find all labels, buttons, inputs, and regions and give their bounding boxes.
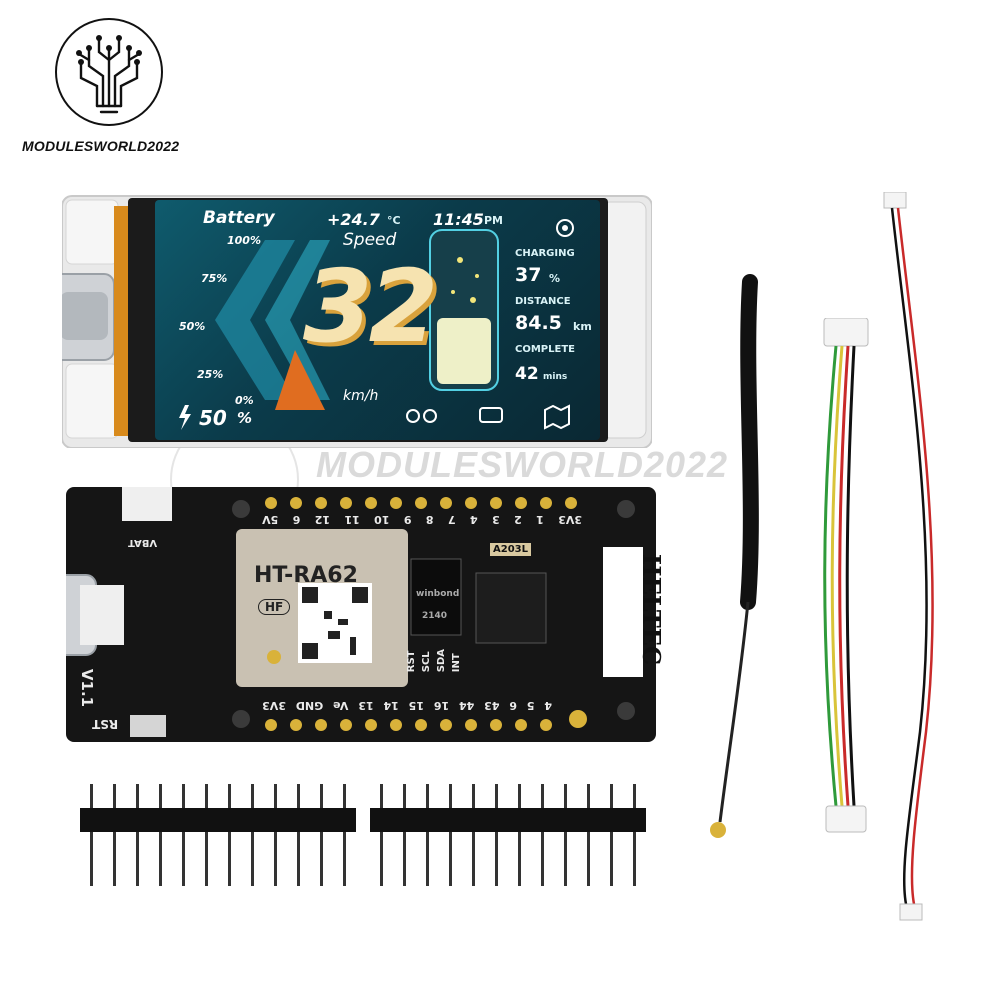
- clock-suffix: PM: [484, 214, 504, 227]
- pin-label: 6: [509, 699, 517, 712]
- charging-unit: %: [549, 272, 561, 285]
- vbat-label: VBAT: [128, 537, 158, 548]
- pin-label: 13: [358, 699, 374, 712]
- brand-vertical: HELTEC: [637, 553, 667, 666]
- pin-label: 5: [526, 699, 535, 712]
- version-label: V1.1: [78, 668, 97, 708]
- rst-label: RST: [92, 717, 119, 731]
- complete-label: COMPLETE: [515, 344, 575, 355]
- distance-value: 84.5: [515, 312, 562, 334]
- lcd-screen: Battery +24.7 °C 11:45 PM Speed 100% 75%…: [155, 200, 600, 440]
- pin-label: Ve: [333, 699, 349, 712]
- pcb-board: HT-RA62 HF HELTEC V1.1 RST VBAT A203L wi…: [66, 487, 666, 742]
- two-wire-cable: [883, 192, 934, 921]
- pin-label: 3V3: [558, 513, 582, 526]
- level-0: 0%: [235, 394, 254, 407]
- pin-label: 44: [458, 699, 475, 712]
- distance-label: DISTANCE: [515, 296, 571, 307]
- speed-label: Speed: [343, 230, 397, 250]
- flash-brand: winbond: [416, 589, 460, 599]
- pin-header-right: [370, 784, 646, 886]
- speed-unit: km/h: [343, 388, 379, 404]
- circuit-tree-icon: [76, 35, 142, 114]
- battery-label: Battery: [203, 208, 275, 228]
- pin-label: 7: [447, 513, 456, 526]
- pin-label: 43: [484, 699, 500, 712]
- flash-code: 2140: [422, 611, 448, 621]
- dashboard-graphics: [179, 219, 574, 430]
- i2c-label: INT: [451, 653, 462, 673]
- complete-value: 42: [515, 364, 539, 384]
- i2c-label: SCL: [421, 651, 432, 673]
- brand-logo: [55, 18, 163, 126]
- temperature-unit: °C: [387, 214, 401, 227]
- top-pin-labels: 3V3 1 2 3 4 7 8 9 10 11 12 6 5V: [262, 513, 582, 526]
- pin-label: 1: [536, 513, 544, 526]
- pin-label: 2: [514, 513, 522, 526]
- pin-label: 16: [433, 699, 450, 712]
- distance-unit: km: [573, 320, 592, 333]
- module-name: HT-RA62: [254, 563, 358, 588]
- pin-label: 9: [403, 513, 412, 526]
- chip-label: A203L: [490, 543, 531, 556]
- level-75: 75%: [201, 272, 228, 285]
- pin-label: 14: [383, 699, 399, 712]
- pin-label: 4: [469, 513, 478, 526]
- pin-label: 10: [374, 513, 390, 526]
- pin-header-left: [80, 784, 356, 886]
- pin-label: GND: [295, 699, 324, 712]
- watermark-text: MODULESWORLD2022: [316, 444, 729, 485]
- i2c-label: SDA: [436, 649, 447, 673]
- level-100: 100%: [227, 234, 261, 247]
- brand-name: MODULESWORLD2022: [22, 138, 180, 154]
- module-badge: HF: [258, 599, 291, 615]
- pin-label: 3: [492, 513, 500, 526]
- pcb-graphics: [66, 487, 643, 737]
- pin-label: 11: [344, 513, 360, 526]
- pin-label: 15: [408, 699, 424, 712]
- temperature-value: +24.7: [327, 210, 380, 229]
- i2c-label: RST: [406, 650, 417, 673]
- i2c-labels: RST SCL SDA INT: [406, 649, 462, 672]
- battery-percent: 50: [199, 406, 227, 430]
- charging-label: CHARGING: [515, 248, 575, 259]
- bottom-pin-labels: 4 5 6 43 44 16 15 14 13 Ve GND 3V3: [262, 699, 552, 712]
- level-25: 25%: [197, 368, 224, 381]
- pin-label: 6: [292, 513, 301, 526]
- pin-label: 12: [314, 513, 331, 526]
- pin-label: 3V3: [262, 699, 286, 712]
- ribbon-cable: [823, 318, 869, 833]
- pin-label: 5V: [262, 513, 279, 526]
- pin-label: 8: [425, 513, 434, 526]
- charging-value: 37: [515, 264, 542, 286]
- speed-value: 32: [303, 248, 438, 365]
- level-50: 50%: [179, 320, 206, 333]
- clock-time: 11:45: [433, 210, 484, 229]
- pin-label: 4: [544, 699, 552, 712]
- battery-percent-sign: %: [237, 409, 253, 427]
- complete-unit: mins: [543, 372, 568, 382]
- antenna: [710, 274, 759, 838]
